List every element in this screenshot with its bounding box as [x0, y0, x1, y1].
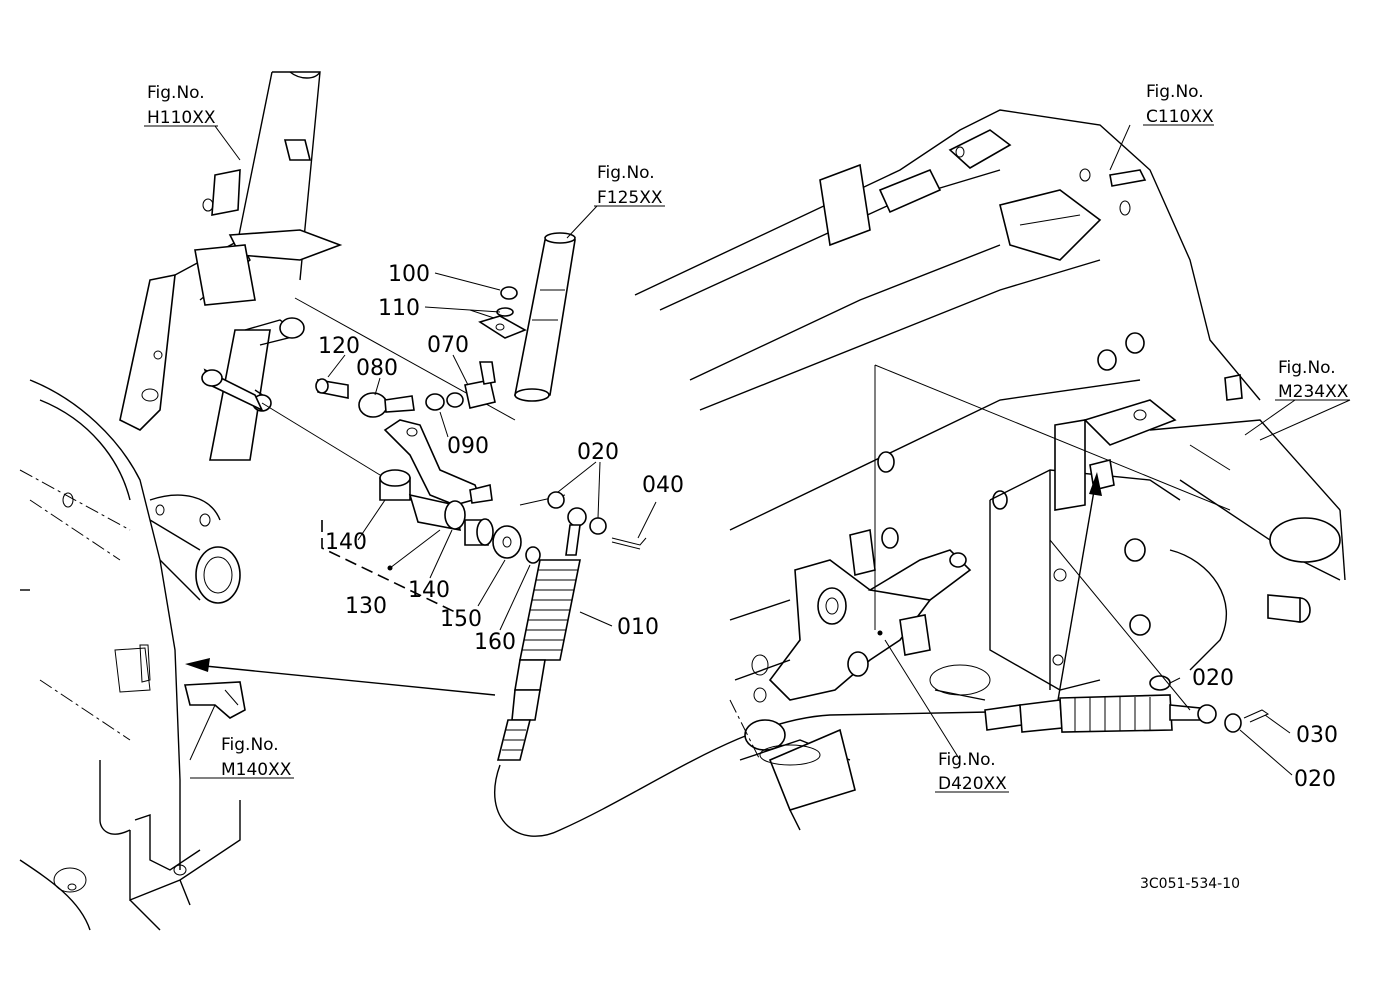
- fig-ref-m140[interactable]: Fig.No. M140XX: [190, 735, 294, 780]
- callout-020-right-upper[interactable]: 020: [1192, 666, 1234, 691]
- fig-ref-d420-title: Fig.No.: [938, 750, 996, 770]
- part-callouts: 100 110 120 080 070 090 020 040 140 140 …: [318, 262, 1338, 792]
- fig-ref-c110-code: C110XX: [1146, 107, 1214, 127]
- callout-080[interactable]: 080: [356, 356, 398, 381]
- fig-ref-h110-code: H110XX: [147, 108, 216, 128]
- fig-ref-c110[interactable]: Fig.No. C110XX: [1143, 82, 1214, 127]
- left-frame-assembly: [19, 71, 343, 931]
- callout-090[interactable]: 090: [447, 434, 489, 459]
- callout-110[interactable]: 110: [378, 296, 420, 321]
- fig-ref-d420-code: D420XX: [938, 774, 1007, 794]
- fig-ref-f125[interactable]: Fig.No. F125XX: [594, 163, 665, 208]
- callout-020-upper[interactable]: 020: [577, 440, 619, 465]
- fig-ref-m234-code: M234XX: [1278, 382, 1349, 402]
- callout-010[interactable]: 010: [617, 615, 659, 640]
- fig-ref-c110-title: Fig.No.: [1146, 82, 1204, 102]
- callout-120[interactable]: 120: [318, 334, 360, 359]
- callout-150[interactable]: 150: [440, 607, 482, 632]
- exploded-parts: [185, 232, 991, 837]
- callout-130[interactable]: 130: [345, 594, 387, 619]
- callout-070[interactable]: 070: [427, 333, 469, 358]
- callout-140-right[interactable]: 140: [408, 578, 450, 603]
- callout-040[interactable]: 040: [642, 473, 684, 498]
- fig-ref-f125-code: F125XX: [597, 188, 663, 208]
- leader-lines: [189, 124, 1296, 776]
- callout-140-left[interactable]: 140: [325, 530, 367, 555]
- fig-ref-h110-title: Fig.No.: [147, 83, 205, 103]
- callout-100[interactable]: 100: [388, 262, 430, 287]
- callout-160[interactable]: 160: [474, 630, 516, 655]
- fig-ref-h110[interactable]: Fig.No. H110XX: [144, 83, 218, 128]
- right-chassis-assembly: [634, 109, 1351, 831]
- fig-ref-m140-title: Fig.No.: [221, 735, 279, 755]
- fig-ref-d420[interactable]: Fig.No. D420XX: [935, 750, 1009, 794]
- callout-020-right-lower[interactable]: 020: [1294, 767, 1336, 792]
- fig-ref-m234-title: Fig.No.: [1278, 358, 1336, 378]
- fig-ref-m234[interactable]: Fig.No. M234XX: [1275, 358, 1350, 402]
- callout-030[interactable]: 030: [1296, 723, 1338, 748]
- fig-ref-m140-code: M140XX: [221, 760, 292, 780]
- fig-ref-f125-title: Fig.No.: [597, 163, 655, 183]
- diagram-code: 3C051-534-10: [1140, 876, 1240, 892]
